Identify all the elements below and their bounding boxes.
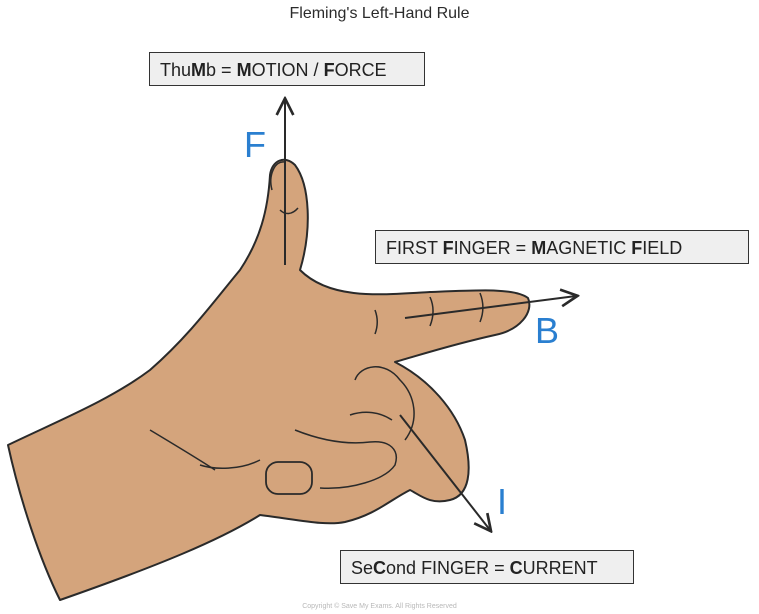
finger-crease-1 [374, 309, 378, 335]
hand-palm [7, 158, 531, 601]
first-finger-label-box: FIRST FINGER = MAGNETIC FIELD [375, 230, 749, 264]
thumb-nail [270, 161, 286, 191]
field-arrow [404, 296, 576, 319]
second-finger-outline [354, 366, 415, 441]
curled-fingers [294, 429, 397, 489]
diagram-title: Fleming's Left-Hand Rule [289, 5, 470, 22]
second-finger-crease [349, 411, 393, 421]
force-vector-label: F [244, 124, 266, 165]
curled-finger-nail [265, 461, 313, 495]
copyright-footer: Copyright © Save My Exams. All Rights Re… [302, 603, 457, 610]
wrist-line [199, 459, 261, 470]
field-vector-label: B [535, 310, 560, 351]
finger-crease-2 [429, 296, 434, 327]
thumb-crease [279, 207, 299, 215]
current-arrow [399, 414, 490, 530]
second-finger-label-box: SeCond FINGER = CURRENT [340, 550, 634, 584]
thumb-label-box: ThuMb = MOTION / FORCE [149, 52, 425, 86]
current-vector-label: I [497, 481, 508, 522]
